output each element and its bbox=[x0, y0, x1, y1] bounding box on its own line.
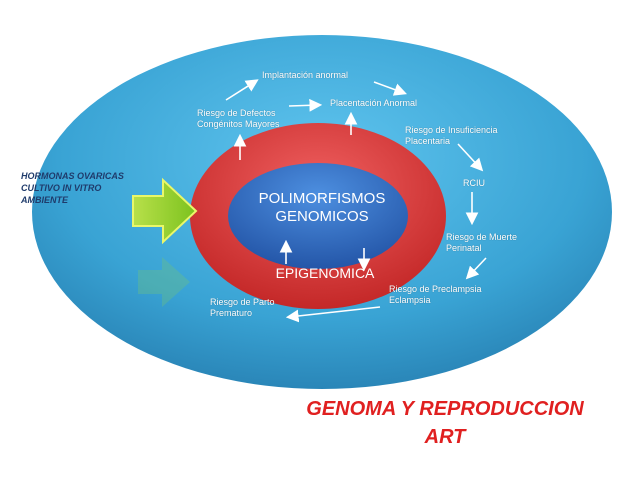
arrow-insuficiencia-rciu bbox=[457, 143, 484, 172]
outcome-implantacion: Implantación anormal bbox=[262, 70, 349, 80]
input-factor-hormonas: HORMONAS OVARICAS bbox=[21, 171, 124, 181]
outcome-muerte-line-2: Perinatal bbox=[446, 243, 482, 253]
input-factors: HORMONAS OVARICAS CULTIVO IN VITRO AMBIE… bbox=[21, 170, 151, 206]
outcome-insuficiencia: Riesgo de Insuficiencia Placentaria bbox=[405, 125, 498, 147]
outcome-muerte: Riesgo de Muerte Perinatal bbox=[446, 232, 517, 254]
arrow-preclampsia-parto bbox=[285, 306, 381, 323]
arrow-defectos-implantacion bbox=[225, 79, 259, 101]
arrow-implantacion-placentacion bbox=[373, 81, 408, 96]
slide-title-line-2: ART bbox=[424, 426, 466, 448]
outcome-preclampsia: Riesgo de Preclampsia Eclampsia bbox=[389, 284, 482, 306]
input-factor-ambiente: AMBIENTE bbox=[21, 195, 68, 205]
outcome-muerte-line-1: Riesgo de Muerte bbox=[446, 232, 518, 242]
genomic-core bbox=[228, 163, 408, 269]
outcome-parto-line-2: Prematuro bbox=[210, 308, 253, 318]
outcome-parto-line-1: Riesgo de Parto bbox=[210, 297, 275, 307]
arrow-reflection bbox=[138, 257, 190, 307]
outcome-preclampsia-line-1: Riesgo de Preclampsia bbox=[389, 284, 482, 294]
outcome-rciu: RCIU bbox=[463, 178, 485, 188]
outcome-defectos-line-2: Congénitos Mayores bbox=[197, 119, 280, 129]
slide-title: GENOMA Y REPRODUCCION ART bbox=[280, 395, 610, 451]
input-factor-cultivo: CULTIVO IN VITRO bbox=[21, 183, 102, 193]
outcome-parto: Riesgo de Parto Prematuro bbox=[210, 297, 275, 319]
outcome-insuficiencia-line-2: Placentaria bbox=[405, 136, 451, 146]
outcome-preclampsia-line-2: Eclampsia bbox=[389, 295, 431, 305]
green-input-arrow bbox=[132, 177, 198, 245]
core-label: POLIMORFISMOS GENOMICOS bbox=[232, 190, 412, 226]
ring-label: EPIGENOMICA bbox=[275, 265, 375, 281]
core-line-2: GENOMICOS bbox=[275, 208, 369, 225]
core-line-1: POLIMORFISMOS bbox=[258, 190, 386, 207]
slide-title-line-1: GENOMA Y REPRODUCCION bbox=[306, 398, 584, 420]
outcome-defectos-line-1: Riesgo de Defectos bbox=[197, 108, 276, 118]
outcome-placentacion: Placentación Anormal bbox=[330, 98, 418, 108]
arrow-muerte-preclampsia bbox=[465, 257, 487, 280]
outcome-insuficiencia-line-1: Riesgo de Insuficiencia bbox=[405, 125, 498, 135]
outcome-defectos: Riesgo de Defectos Congénitos Mayores bbox=[197, 108, 280, 130]
arrow-defectos-placentacion bbox=[288, 98, 323, 112]
